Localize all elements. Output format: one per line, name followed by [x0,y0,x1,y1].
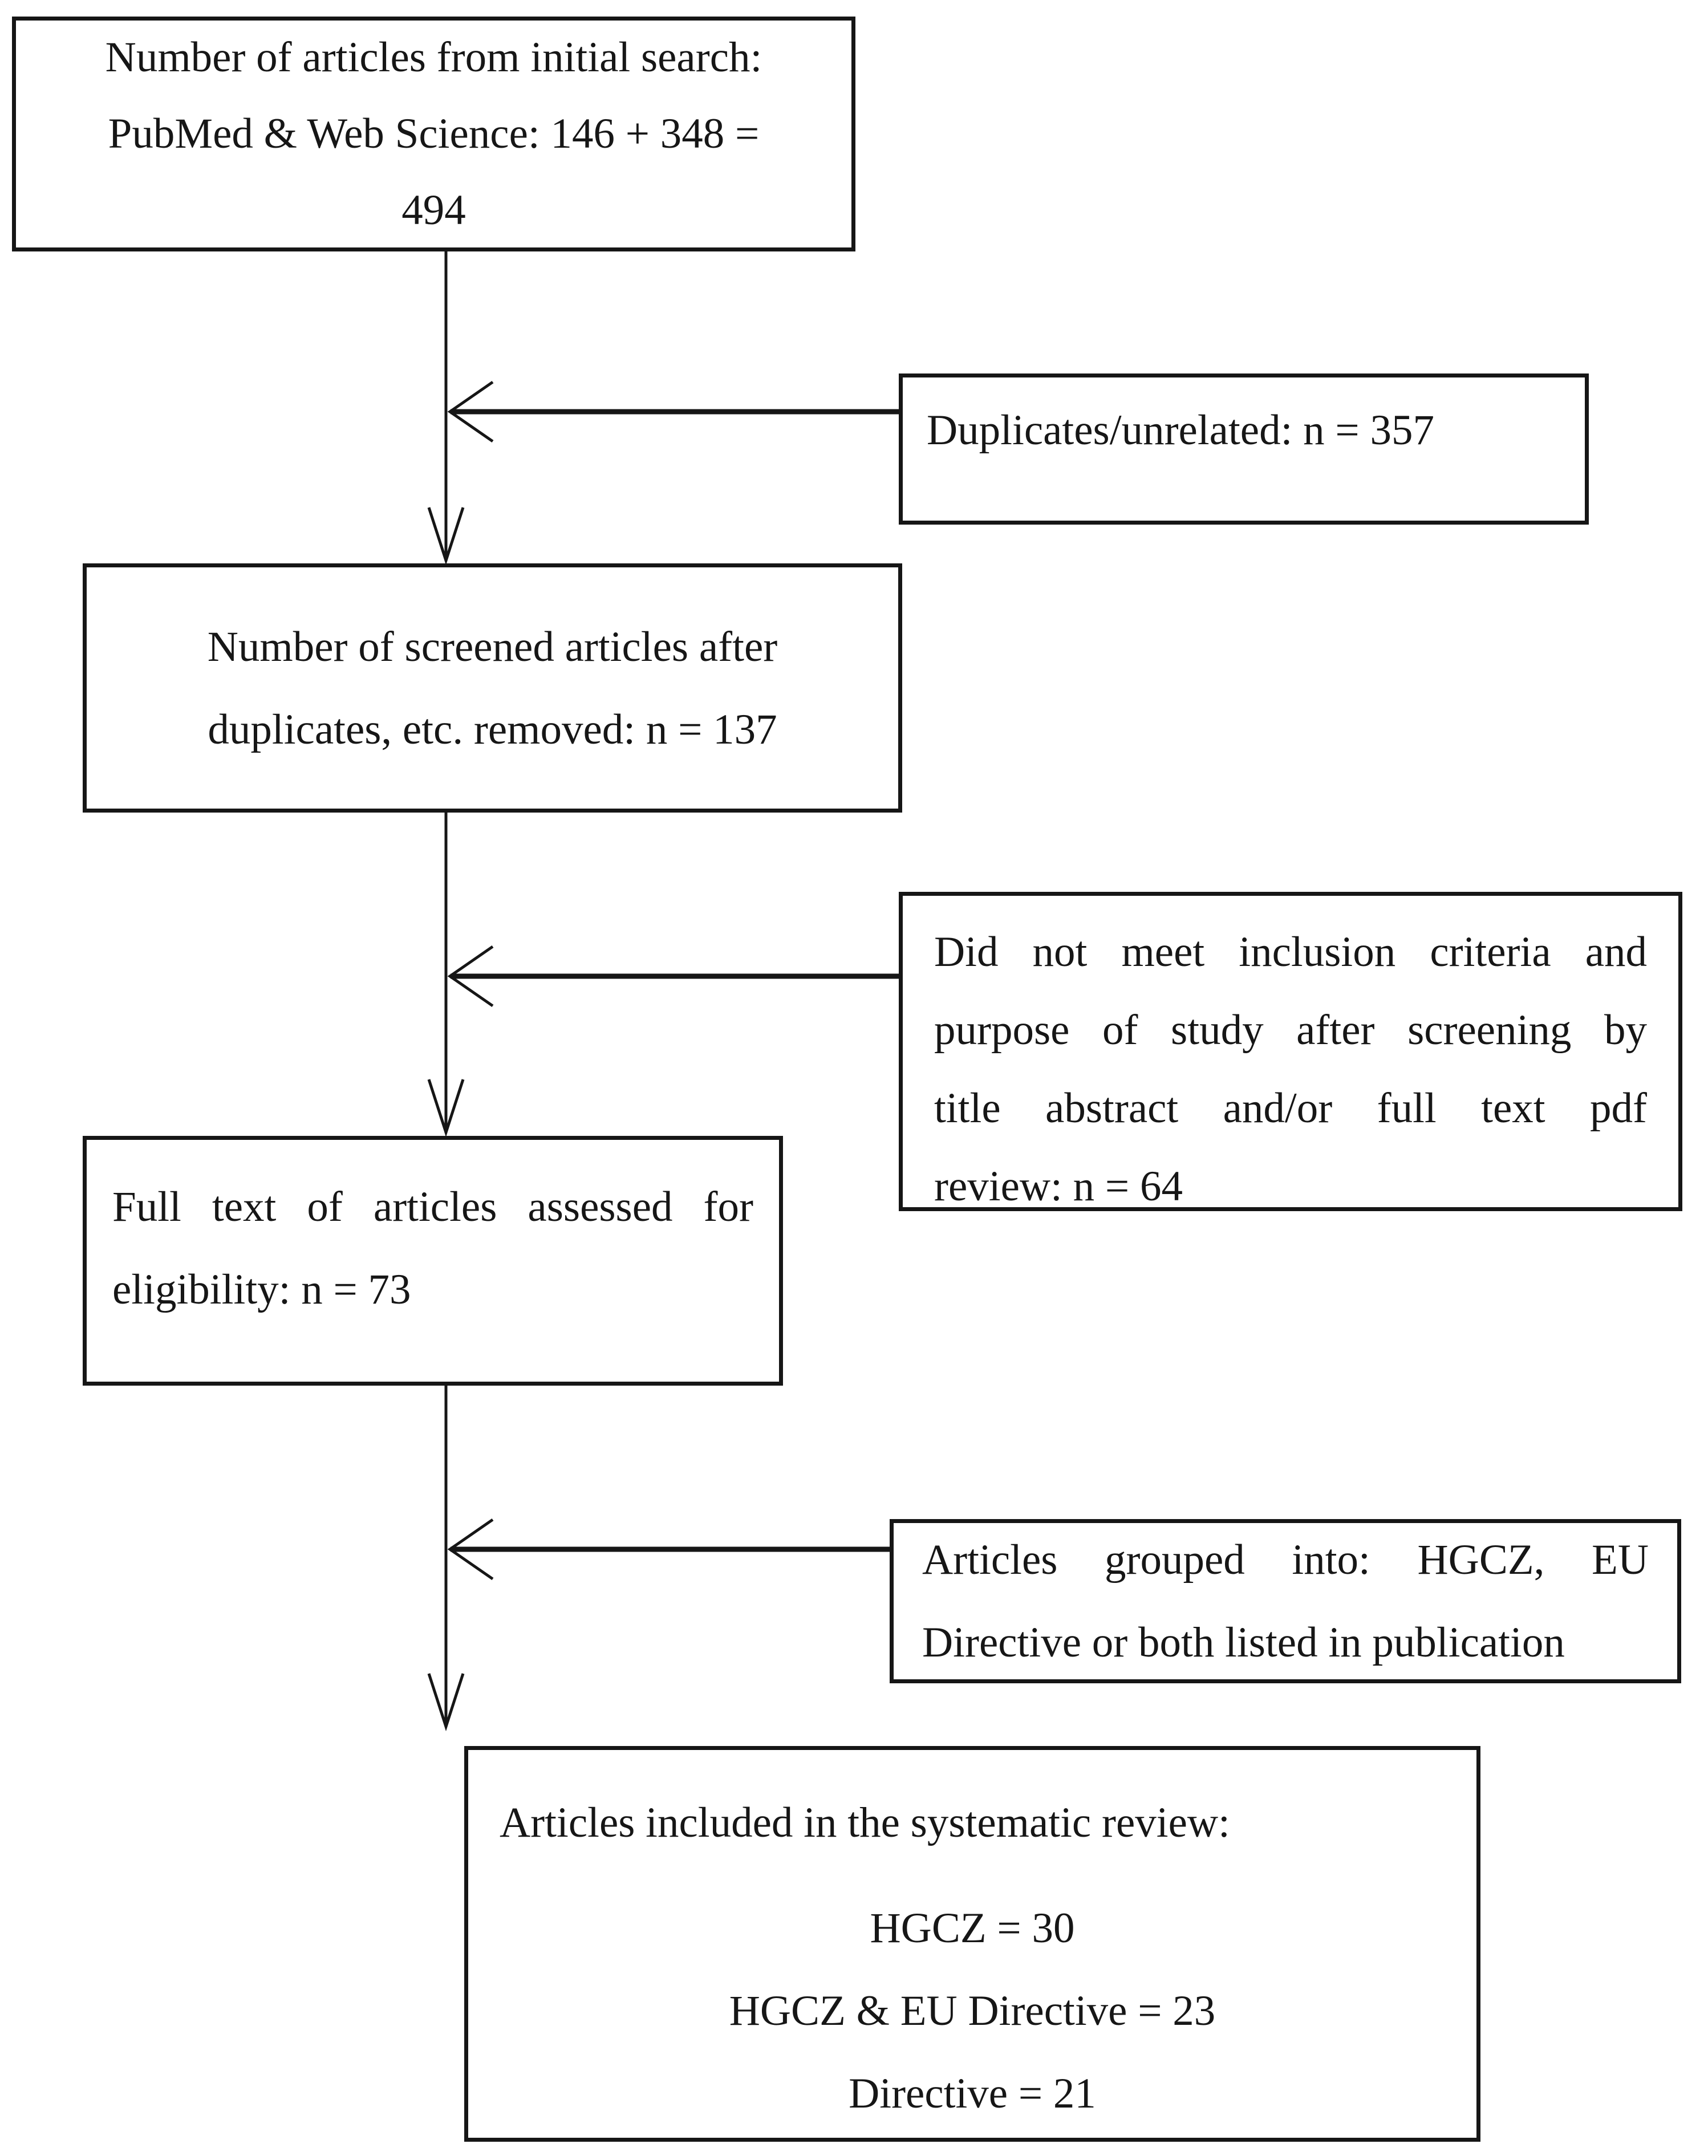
arrowhead-down-screened-to-fulltext [427,1079,465,1138]
excluded-line: purpose of study after screening by [934,1006,1647,1054]
arrowhead-down-fulltext-to-included [427,1673,465,1732]
excluded-line: Did not meet inclusion criteria and [934,928,1647,976]
box-articles-grouped: Articles grouped into: HGCZ, EU Directiv… [890,1519,1681,1683]
included-count-hgcz-eu: HGCZ & EU Directive = 23 [729,1987,1216,2035]
arrowhead-down-initial-to-screened [427,507,465,566]
arrowhead-left-duplicates [447,380,494,443]
box-initial-search: Number of articles from initial search: … [12,17,855,251]
duplicates-line: Duplicates/unrelated: n = 357 [927,407,1434,454]
initial-search-line: Number of articles from initial search: [105,34,762,81]
included-heading: Articles included in the systematic revi… [500,1799,1230,1846]
box-fulltext-assessed: Full text of articles assessed for eligi… [83,1136,783,1386]
included-count-directive: Directive = 21 [849,2070,1096,2117]
initial-search-total: 494 [401,186,466,234]
box-included-articles: Articles included in the systematic revi… [464,1746,1480,2142]
grouped-line: Articles grouped into: HGCZ, EU [922,1536,1649,1583]
included-count-hgcz: HGCZ = 30 [870,1905,1075,1952]
excluded-line: title abstract and/or full text pdf [934,1085,1647,1132]
box-screened-articles: Number of screened articles after duplic… [83,563,902,813]
arrowhead-left-grouped [447,1518,494,1581]
screened-line: Number of screened articles after [207,623,778,671]
excluded-line: review: n = 64 [934,1163,1183,1210]
fulltext-line: eligibility: n = 73 [112,1266,411,1313]
box-excluded-articles: Did not meet inclusion criteria and purp… [899,892,1682,1211]
arrowhead-left-excluded [447,945,494,1008]
screened-line: duplicates, etc. removed: n = 137 [208,705,777,753]
grouped-line: Directive or both listed in publication [922,1619,1565,1666]
box-duplicates-removed: Duplicates/unrelated: n = 357 [899,373,1589,525]
fulltext-line: Full text of articles assessed for [112,1183,753,1231]
initial-search-line: PubMed & Web Science: 146 + 348 = [108,110,760,157]
